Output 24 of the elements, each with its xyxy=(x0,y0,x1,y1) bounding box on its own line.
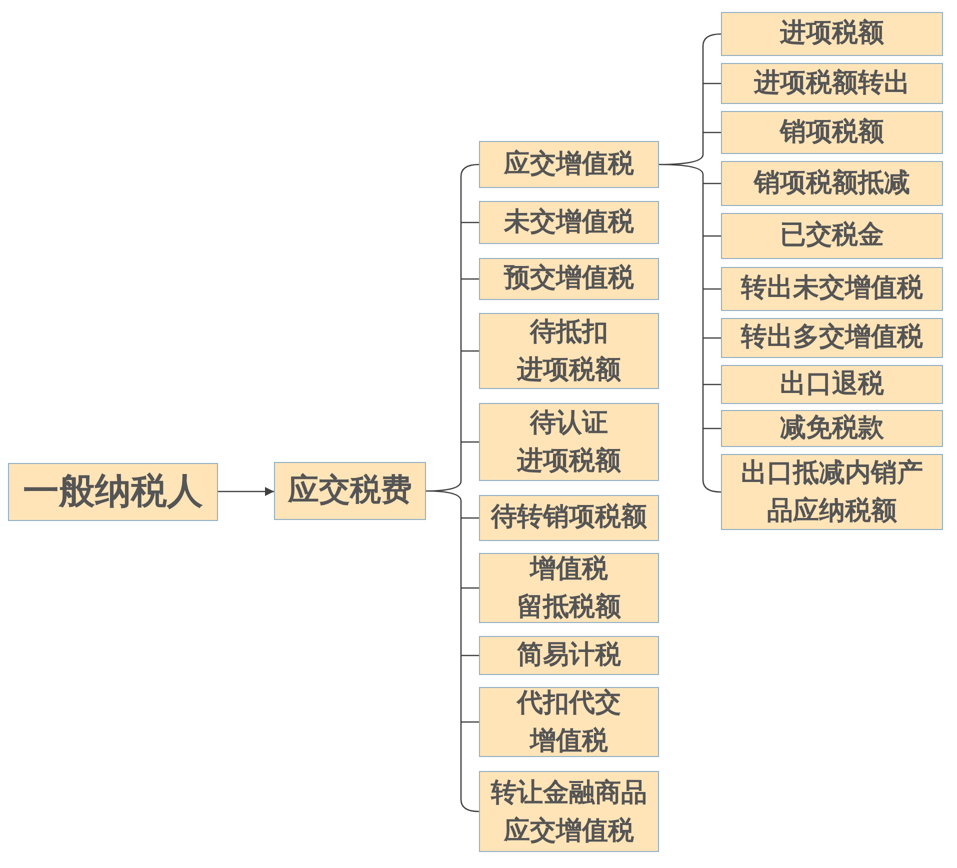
account-box: 减免税款 xyxy=(721,410,943,447)
account-box: 出口退税 xyxy=(721,365,943,404)
account-box: 未交增值税 xyxy=(479,201,659,244)
account-box: 简易计税 xyxy=(479,636,659,675)
account-box: 转出未交增值税 xyxy=(721,267,943,311)
arrow xyxy=(218,487,274,496)
account-box: 转出多交增值税 xyxy=(721,318,943,358)
account-box: 销项税额抵减 xyxy=(721,161,943,206)
account-box: 待抵扣进项税额 xyxy=(479,313,659,389)
curly-brace xyxy=(658,33,722,493)
account-box: 销项税额 xyxy=(721,111,943,154)
account-box: 转让金融商品应交增值税 xyxy=(479,771,659,852)
account-box: 出口抵减内销产品应纳税额 xyxy=(721,454,943,530)
account-box: 进项税额转出 xyxy=(721,63,943,104)
account-box: 已交税金 xyxy=(721,213,943,259)
account-box: 进项税额 xyxy=(721,12,943,56)
account-box: 待认证进项税额 xyxy=(479,403,659,481)
account-box: 一般纳税人 xyxy=(8,463,218,521)
account-box: 代扣代交增值税 xyxy=(479,687,659,757)
account-box: 待转销项税额 xyxy=(479,495,659,541)
account-box: 预交增值税 xyxy=(479,258,659,300)
account-box: 应交税费 xyxy=(274,462,426,520)
account-box: 应交增值税 xyxy=(479,141,659,188)
account-box: 增值税留抵税额 xyxy=(479,553,659,623)
